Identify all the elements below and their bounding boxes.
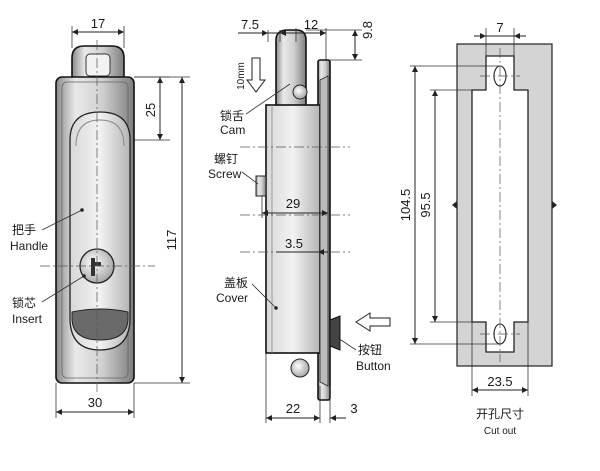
- dim-front-overall-height: 117: [134, 76, 190, 384]
- label-screw-zh: 螺钉: [214, 152, 238, 166]
- dim-cutout-width: 23.5: [471, 322, 529, 396]
- dim-25-label: 25: [143, 103, 158, 117]
- dim-3-5-label: 3.5: [285, 236, 303, 251]
- dim-side-cam-top: 9.8: [306, 21, 375, 61]
- label-cover-en: Cover: [216, 291, 248, 305]
- dim-front-handle-offset: 25: [134, 76, 170, 141]
- label-cam: 锁舌 Cam: [220, 83, 291, 137]
- dim-side-cam-width: 12: [295, 17, 327, 60]
- down-arrow-icon: [246, 57, 266, 93]
- cutout-caption-en: Cut out: [484, 426, 516, 437]
- dim-cutout-slot: 7: [474, 20, 526, 56]
- label-handle: 把手 Handle: [10, 208, 84, 253]
- handle-recess-highlight: [75, 119, 125, 147]
- dim-22-label: 22: [286, 401, 300, 416]
- travel-label: 10mm: [236, 62, 247, 90]
- dim-9-8-label: 9.8: [360, 21, 375, 39]
- label-insert-en: Insert: [12, 312, 43, 326]
- dim-side-bottom: 22 3: [265, 353, 358, 423]
- dim-29-label: 29: [286, 196, 300, 211]
- keyhole-icon: [91, 258, 101, 276]
- label-button-en: Button: [356, 359, 391, 373]
- dim-cutout-inner: 95.5: [418, 89, 472, 323]
- left-arrow-icon: [355, 312, 391, 332]
- dim-17-label: 17: [91, 16, 105, 31]
- dim-23-5-label: 23.5: [487, 374, 512, 389]
- dim-front-top-width: 17: [71, 16, 125, 48]
- side-cam-nub: [292, 84, 308, 100]
- side-view: 10mm 7.5 12 9.8: [208, 17, 391, 423]
- label-button: 按钮 Button: [337, 312, 391, 373]
- cutout-view: 7 104.5 95.5 23.5 开孔尺寸 Cut out: [398, 20, 557, 437]
- dim-12-label: 12: [304, 17, 318, 32]
- dim-front-bottom-width: 30: [55, 383, 135, 418]
- handle-bottom-lip: [71, 308, 129, 341]
- label-handle-en: Handle: [10, 239, 48, 253]
- dim-7-5-label: 7.5: [241, 17, 259, 32]
- side-body: [265, 104, 321, 354]
- cutout-caption-zh: 开孔尺寸: [476, 407, 524, 421]
- dim-95-5-label: 95.5: [418, 192, 433, 217]
- dim-side-screw-depth: 3.5: [276, 236, 328, 255]
- label-handle-zh: 把手: [12, 223, 36, 237]
- label-screw-en: Screw: [208, 167, 242, 181]
- dim-104-5-label: 104.5: [398, 189, 413, 222]
- dim-side-depth: 29: [261, 196, 328, 218]
- side-cam: [275, 29, 307, 113]
- label-cover: 盖板 Cover: [216, 276, 278, 310]
- dim-7-label: 7: [496, 20, 503, 35]
- dim-117-label: 117: [164, 230, 179, 251]
- side-bottom-foot: [290, 358, 310, 378]
- dim-side-cam-offset: 7.5: [238, 17, 296, 42]
- label-screw: 螺钉 Screw: [208, 152, 259, 185]
- side-screw: [255, 175, 267, 197]
- label-cover-zh: 盖板: [224, 276, 248, 290]
- front-top-slot: [85, 53, 111, 77]
- label-cam-zh: 锁舌: [220, 108, 244, 123]
- label-cam-en: Cam: [220, 123, 245, 137]
- front-view: 17 25 117 30 把手 Handle: [10, 16, 190, 418]
- dim-3-label: 3: [350, 401, 357, 416]
- cam-travel-indicator: 10mm: [236, 57, 266, 93]
- label-button-zh: 按钮: [358, 342, 382, 357]
- dim-30-label: 30: [88, 395, 102, 410]
- side-button: [329, 315, 341, 351]
- dim-cutout-outer: 104.5: [398, 65, 500, 345]
- label-insert: 锁芯 Insert: [12, 274, 86, 326]
- handle-recess: [69, 111, 131, 351]
- label-insert-zh: 锁芯: [12, 295, 36, 310]
